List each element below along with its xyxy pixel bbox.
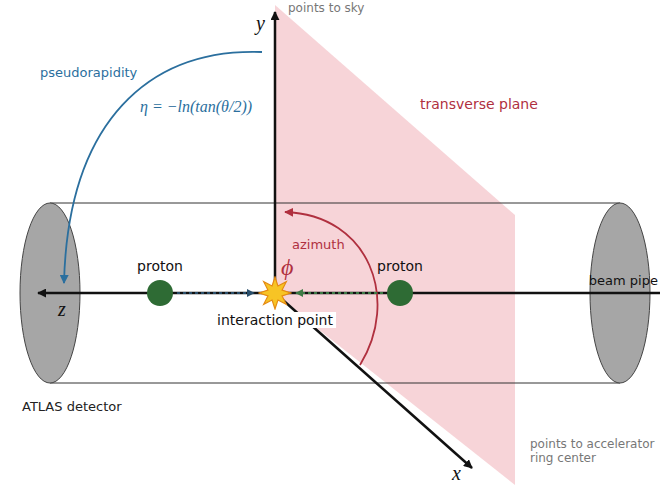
proton-dot: proton xyxy=(387,280,413,306)
beam-direction-arrow xyxy=(296,292,383,294)
formula: η = −ln(tan(θ/2)) xyxy=(140,98,252,116)
part-name: ATLAS detector xyxy=(22,400,122,415)
axis-letter: y xyxy=(256,12,265,35)
star-shape xyxy=(258,276,292,310)
quantity-name: pseudorapidity xyxy=(40,66,137,81)
angle-symbol: ϕ xyxy=(281,254,293,282)
point-name: interaction point xyxy=(214,312,336,328)
axis-note: points to sky xyxy=(288,2,364,16)
angle-name: azimuth xyxy=(292,238,345,253)
axis-letter: z xyxy=(58,298,66,321)
y-axis xyxy=(274,12,277,293)
pseudorapidity-arc xyxy=(64,52,262,283)
transverse-plane xyxy=(275,5,515,485)
z-axis xyxy=(38,292,660,295)
star-outline xyxy=(259,277,291,309)
interaction-star: interaction point xyxy=(258,276,292,310)
particle-name: proton xyxy=(134,258,186,274)
axis-note: points to accelerator ring center xyxy=(530,438,658,466)
proton-dot: proton xyxy=(147,280,173,306)
particle-name: proton xyxy=(374,258,426,274)
part-name: beam pipe xyxy=(589,274,658,289)
cylinder-edge xyxy=(50,203,620,204)
azimuth-arc xyxy=(285,212,378,365)
plane-name: transverse plane xyxy=(420,96,538,112)
beam-direction-arrow xyxy=(177,292,254,294)
axis-letter: x xyxy=(452,462,461,485)
cylinder-edge xyxy=(50,383,620,384)
